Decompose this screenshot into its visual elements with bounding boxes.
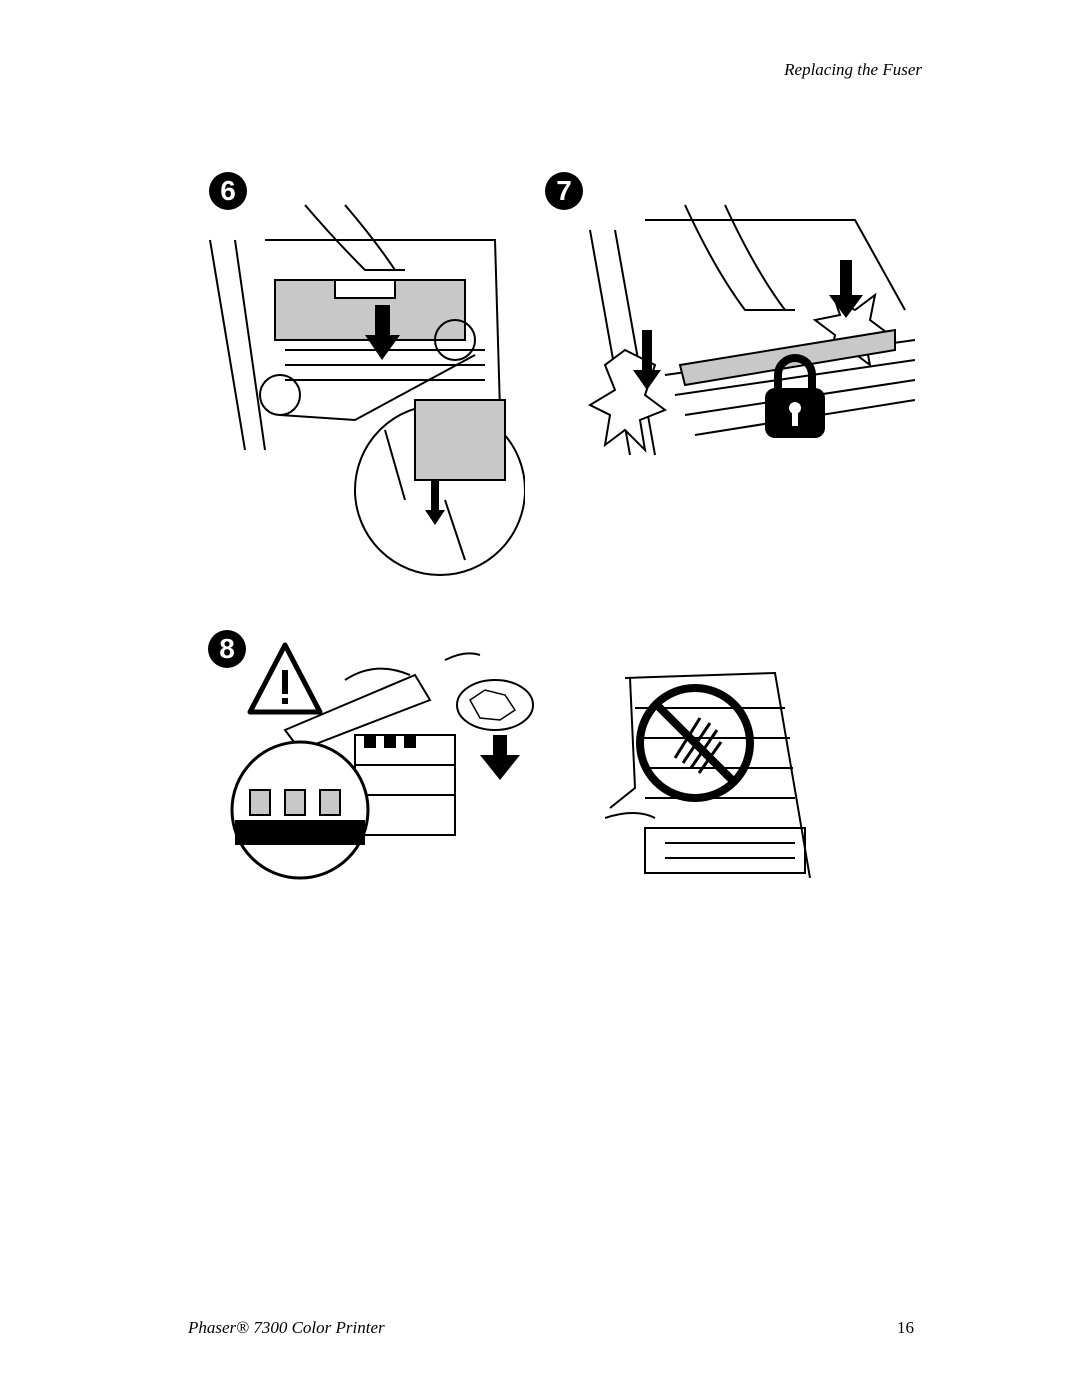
lock-icon [765,354,825,438]
step-6-badge: 6 [209,172,247,210]
lock-fuser-illustration [587,204,915,456]
hands-off-roller-illustration [605,671,811,879]
step-7-badge: 7 [545,172,583,210]
turtle-icon [456,679,534,731]
step-8-badge: 8 [208,630,246,668]
running-header: Replacing the Fuser [784,60,922,79]
footer-product-name: Phaser® 7300 Color Printer [188,1318,385,1337]
warning-icon [247,642,323,715]
close-cover-caution-illustration [230,642,534,880]
page-number: 16 [897,1318,914,1337]
insert-fuser-illustration [209,204,525,576]
